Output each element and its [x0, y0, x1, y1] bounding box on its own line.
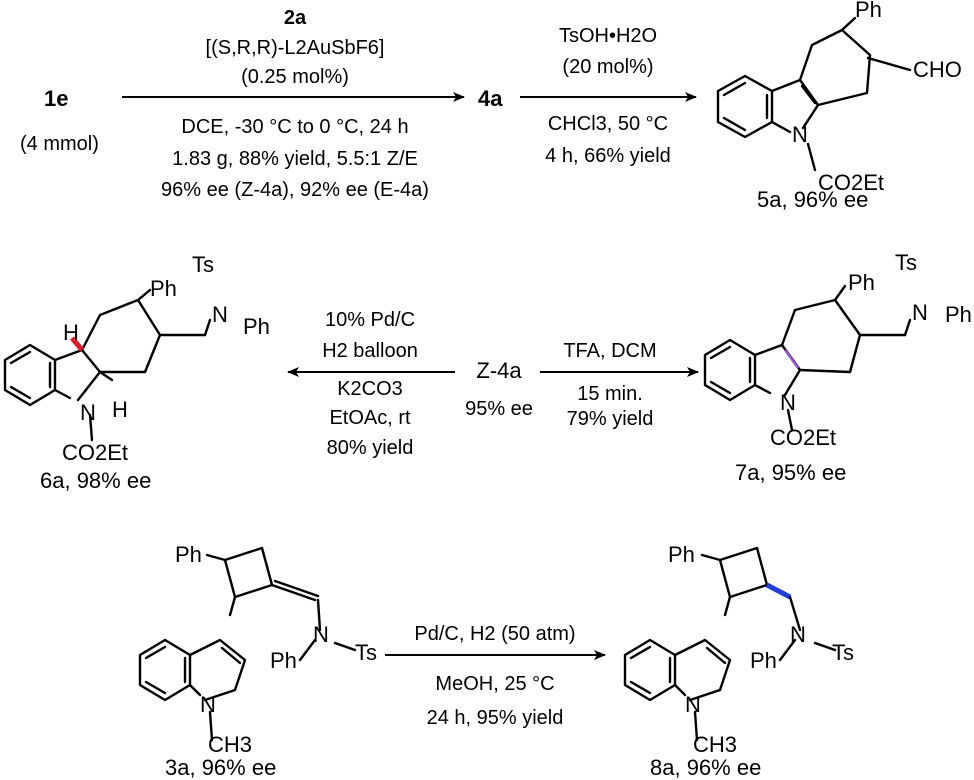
arrow1-condition-1: DCE, -30 °C to 0 °C, 24 h — [181, 116, 408, 138]
6a-ph2: Ph — [243, 314, 270, 339]
reaction-3: Ph N Ts Ph N CH3 3a, 96% ee Pd/C, H2 (50… — [138, 542, 854, 780]
intermediate-4a-label: 4a — [478, 86, 503, 111]
6a-h2: H — [112, 397, 128, 422]
arrow2-condition-1: CHCl3, 50 °C — [548, 113, 668, 135]
structure-6a — [3, 288, 212, 442]
7a-n-ring: N — [780, 390, 796, 415]
arrow1-catalyst: [(S,R,R)-L2AuSbF6] — [206, 37, 385, 59]
product-5a-label: 5a, 96% ee — [757, 187, 868, 212]
6a-n-side: N — [212, 302, 228, 327]
8a-ph: Ph — [668, 542, 695, 567]
3a-n-side: N — [313, 622, 329, 647]
8a-n-ring: N — [685, 692, 701, 717]
arrow3-reagent: Pd/C, H2 (50 atm) — [414, 623, 575, 645]
3a-ph2: Ph — [270, 648, 297, 673]
reactant-1e-label: 1e — [44, 86, 68, 111]
structure-3a — [138, 546, 357, 742]
reactant-amount: (4 mmol) — [20, 133, 99, 155]
product-7a-label: 7a, 95% ee — [735, 460, 846, 485]
left-arrow-condition-3: 80% yield — [327, 437, 414, 459]
3a-methyl: CH3 — [208, 732, 252, 757]
right-arrow-reagent: TFA, DCM — [563, 340, 656, 362]
center-ee: 95% ee — [465, 398, 533, 420]
structure-7a — [703, 284, 912, 432]
left-arrow-condition-1: K2CO3 — [337, 378, 403, 400]
left-arrow-reagent-2: H2 balloon — [322, 340, 418, 362]
reactant-3a-label: 3a, 96% ee — [165, 755, 276, 780]
left-arrow-reagent-1: 10% Pd/C — [325, 309, 415, 331]
arrow3-condition-1: MeOH, 25 °C — [435, 673, 554, 695]
arrow1-reagent-2a: 2a — [284, 7, 307, 29]
structure-8a — [623, 546, 837, 742]
left-arrow-condition-2: EtOAc, rt — [329, 407, 411, 429]
7a-ester: CO2Et — [770, 425, 836, 450]
product-6a-label: 6a, 98% ee — [40, 468, 151, 493]
6a-n-ring: N — [80, 400, 96, 425]
arrow1-loading: (0.25 mol%) — [241, 66, 349, 88]
arrow2-reagent: TsOH•H2O — [559, 25, 657, 47]
7a-ph2: Ph — [945, 302, 972, 327]
8a-methyl: CH3 — [693, 732, 737, 757]
7a-n-side: N — [912, 300, 928, 325]
7a-ph: Ph — [848, 270, 875, 295]
8a-ph2: Ph — [750, 648, 777, 673]
3a-n-ring: N — [200, 692, 216, 717]
center-z4a-label: Z-4a — [476, 358, 522, 383]
arrow3-condition-2: 24 h, 95% yield — [427, 707, 564, 729]
6a-ester: CO2Et — [62, 440, 128, 465]
product-8a-label: 8a, 96% ee — [650, 755, 761, 780]
arrow1-condition-3: 96% ee (Z-4a), 92% ee (E-4a) — [161, 179, 429, 201]
6a-h-red: H — [63, 320, 79, 345]
6a-ts: Ts — [192, 252, 214, 277]
5a-ph: Ph — [855, 0, 882, 22]
arrow2-loading: (20 mol%) — [562, 56, 653, 78]
8a-n-side: N — [790, 622, 806, 647]
arrow2-condition-2: 4 h, 66% yield — [545, 145, 671, 167]
reaction-1: 1e (4 mmol) 2a [(S,R,R)-L2AuSbF6] (0.25 … — [20, 0, 962, 212]
arrow1-condition-2: 1.83 g, 88% yield, 5.5:1 Z/E — [172, 148, 418, 170]
7a-ts: Ts — [895, 250, 917, 275]
5a-n: N — [792, 122, 808, 147]
right-arrow-condition-1: 15 min. — [577, 383, 643, 405]
reaction-2: Ph Ts N Ph H H N CO2Et 6a, 98% ee 10% Pd… — [3, 250, 972, 493]
8a-ts: Ts — [832, 640, 854, 665]
5a-cho: CHO — [913, 57, 962, 82]
6a-ph: Ph — [150, 276, 177, 301]
3a-ph: Ph — [175, 542, 202, 567]
structure-5a — [716, 16, 912, 172]
right-arrow-condition-2: 79% yield — [567, 408, 654, 430]
5a-ester: CO2Et — [818, 170, 884, 195]
3a-ts: Ts — [355, 640, 377, 665]
